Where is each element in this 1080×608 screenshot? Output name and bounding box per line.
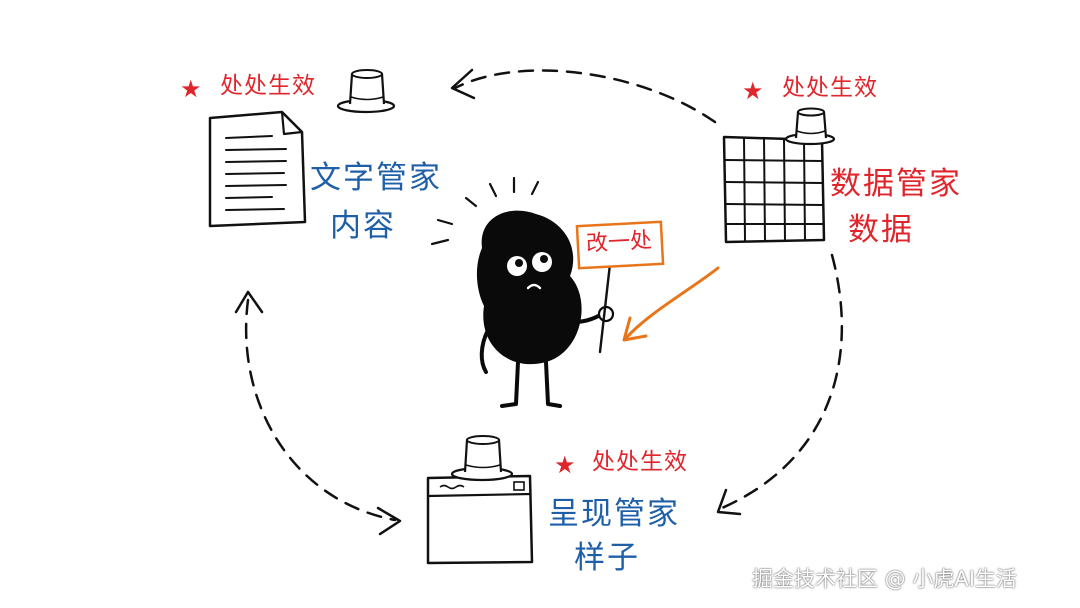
- spreadsheet-icon: [722, 135, 826, 244]
- content-node-title: 文字管家: [310, 160, 442, 196]
- document-icon: [208, 110, 307, 228]
- orange-arrow: [622, 266, 720, 342]
- badge-style-effective: 处处生效: [592, 449, 688, 475]
- sign-board: [575, 220, 665, 270]
- top-hat-icon: [336, 69, 396, 114]
- star-icon: ★: [554, 451, 576, 479]
- badge-data-effective: 处处生效: [782, 75, 878, 101]
- top-hat-icon: [450, 435, 514, 482]
- watermark: 掘金技术社区 @ 小虎AI生活: [752, 567, 1017, 591]
- browser-window-icon: [426, 474, 534, 565]
- data-node-subtitle: 数据: [848, 212, 914, 248]
- content-node-subtitle: 内容: [330, 208, 396, 244]
- arrow-data-to-style: [716, 253, 844, 516]
- data-node-title: 数据管家: [830, 166, 962, 202]
- style-node-subtitle: 样子: [574, 540, 640, 576]
- arrow-content-style-bidirectional: [234, 290, 402, 536]
- star-icon: ★: [180, 75, 202, 103]
- sign-text: 改一处: [585, 228, 653, 257]
- sign-pole: [598, 262, 612, 354]
- blob-character: [476, 210, 615, 408]
- arrow-data-to-content: [450, 68, 717, 124]
- style-node-title: 呈现管家: [548, 496, 680, 532]
- badge-content-effective: 处处生效: [220, 73, 316, 99]
- top-hat-icon: [784, 107, 836, 146]
- worry-lines: [430, 176, 540, 246]
- star-icon: ★: [742, 77, 764, 105]
